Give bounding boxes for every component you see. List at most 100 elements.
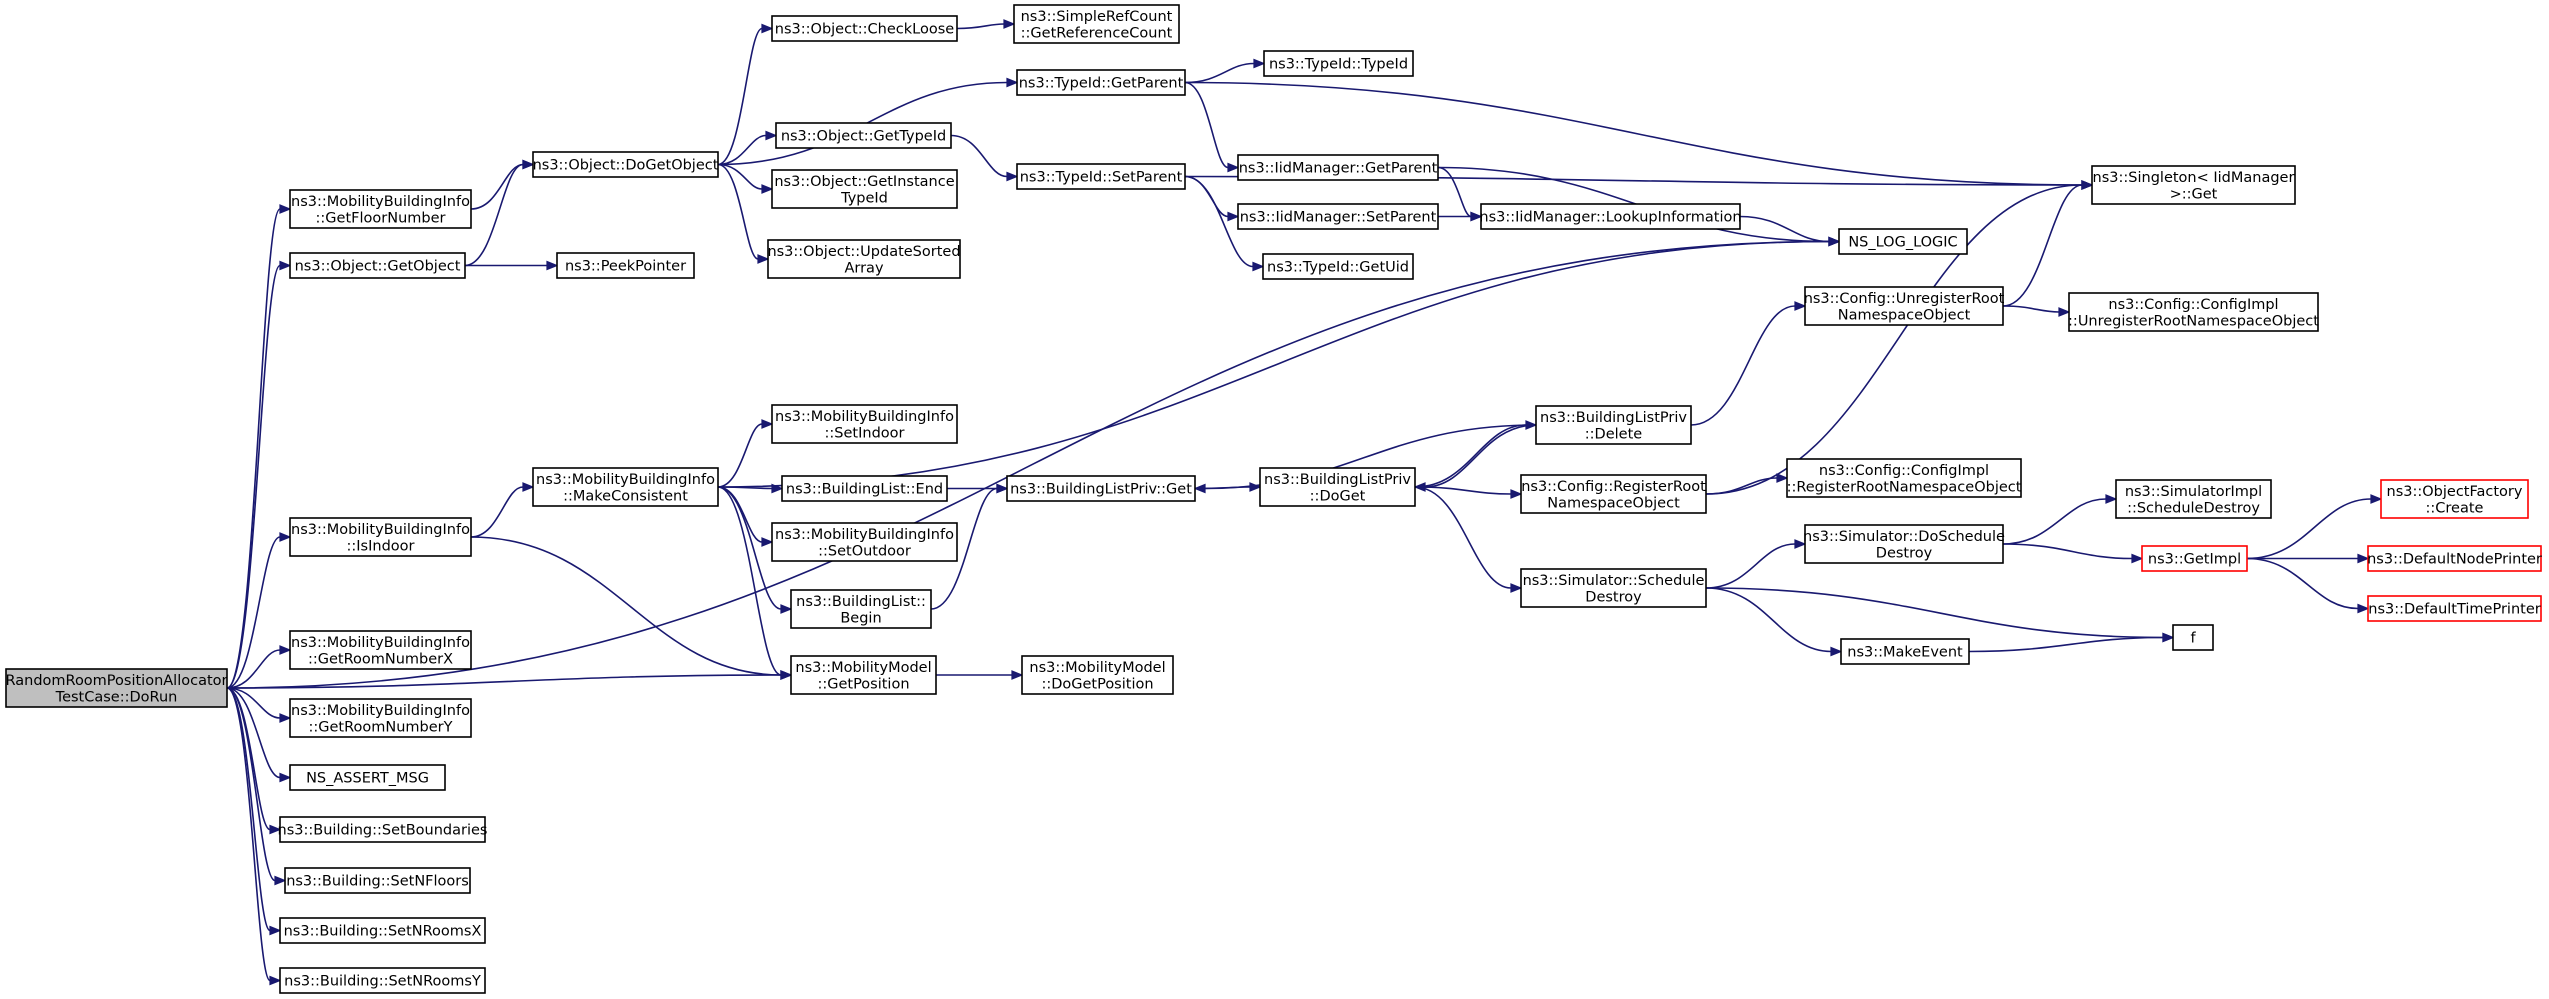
node-getpos[interactable]: ns3::MobilityModel::GetPosition bbox=[790, 655, 937, 695]
arrowhead-icon bbox=[761, 184, 774, 194]
node-blpdelete[interactable]: ns3::BuildingListPriv::Delete bbox=[1535, 405, 1692, 445]
node-makeevent[interactable]: ns3::MakeEvent bbox=[1840, 638, 1970, 665]
node-blpget[interactable]: ns3::BuildingListPriv::Get bbox=[1006, 475, 1196, 502]
node-box bbox=[532, 467, 719, 507]
node-label: ::GetPosition bbox=[817, 676, 909, 692]
node-setnry[interactable]: ns3::Building::SetNRoomsY bbox=[279, 967, 486, 994]
node-box bbox=[556, 252, 695, 279]
edge-root-to-setbound bbox=[226, 687, 282, 835]
node-setoutdoor[interactable]: ns3::MobilityBuildingInfo::SetOutdoor bbox=[771, 522, 958, 562]
node-box bbox=[2141, 545, 2248, 572]
edge-root-to-assert bbox=[226, 687, 292, 783]
arrowhead-icon bbox=[269, 925, 282, 936]
edge-line bbox=[2246, 557, 2359, 610]
node-box bbox=[279, 967, 486, 994]
node-makecons[interactable]: ns3::MobilityBuildingInfo::MakeConsisten… bbox=[532, 467, 719, 507]
node-setbound[interactable]: ns3::Building::SetBoundaries bbox=[278, 816, 488, 843]
edge-line bbox=[930, 487, 998, 610]
node-dogetpos[interactable]: ns3::MobilityModel::DoGetPosition bbox=[1021, 655, 1174, 695]
node-defnode[interactable]: ns3::DefaultNodePrinter bbox=[2367, 545, 2542, 572]
edge-makecons-to-getpos bbox=[717, 486, 793, 680]
edge-line bbox=[1414, 424, 1527, 488]
node-root[interactable]: RandomRoomPositionAllocatorTestCase::DoR… bbox=[5, 668, 228, 708]
node-simimplsched[interactable]: ns3::SimulatorImpl::ScheduleDestroy bbox=[2115, 479, 2272, 519]
node-cfgimplreg[interactable]: ns3::Config::ConfigImpl::RegisterRootNam… bbox=[1786, 458, 2022, 498]
node-blend[interactable]: ns3::BuildingList::End bbox=[781, 475, 948, 502]
node-cfgunreg[interactable]: ns3::Config::UnregisterRootNamespaceObje… bbox=[1804, 286, 2005, 326]
node-label: NS_LOG_LOGIC bbox=[1848, 235, 1957, 251]
node-iidsetparent[interactable]: ns3::IidManager::SetParent bbox=[1237, 203, 1439, 230]
node-box bbox=[284, 867, 471, 894]
node-box bbox=[279, 917, 486, 944]
arrowhead-icon bbox=[1006, 171, 1019, 182]
node-label: Array bbox=[844, 260, 883, 276]
arrowhead-icon bbox=[279, 204, 292, 214]
node-label: ns3::BuildingListPriv::Get bbox=[1010, 482, 1192, 498]
node-deftime[interactable]: ns3::DefaultTimePrinter bbox=[2367, 595, 2542, 622]
node-checkloose[interactable]: ns3::Object::CheckLoose bbox=[771, 15, 958, 42]
node-peek[interactable]: ns3::PeekPointer bbox=[556, 252, 695, 279]
node-setnrx[interactable]: ns3::Building::SetNRoomsX bbox=[279, 917, 486, 944]
edge-root-to-setnrx bbox=[226, 687, 282, 936]
node-isindoor[interactable]: ns3::MobilityBuildingInfo::IsIndoor bbox=[289, 517, 472, 557]
node-getimpl[interactable]: ns3::GetImpl bbox=[2141, 545, 2248, 572]
node-cfgregister[interactable]: ns3::Config::RegisterRootNamespaceObject bbox=[1520, 474, 1707, 514]
edge-objgettid-to-tidsetparent bbox=[950, 134, 1019, 182]
node-objgettid[interactable]: ns3::Object::GetTypeId bbox=[775, 122, 952, 149]
node-tidtid[interactable]: ns3::TypeId::TypeId bbox=[1263, 50, 1414, 77]
node-getobj[interactable]: ns3::Object::GetObject bbox=[289, 252, 466, 279]
node-label: RandomRoomPositionAllocator bbox=[5, 673, 227, 689]
node-label: ns3::TypeId::GetUid bbox=[1267, 260, 1409, 276]
edge-line bbox=[226, 687, 276, 882]
arrowhead-icon bbox=[1794, 301, 1807, 311]
edge-makecons-to-setoutdoor bbox=[717, 486, 774, 547]
node-box bbox=[1535, 405, 1692, 445]
node-label: ns3::DefaultNodePrinter bbox=[2367, 552, 2542, 568]
node-label: ns3::Building::SetNFloors bbox=[286, 874, 469, 890]
edge-line bbox=[226, 687, 281, 779]
node-label: ns3::IidManager::LookupInformation bbox=[1479, 210, 1741, 226]
node-cfgimplunreg[interactable]: ns3::Config::ConfigImpl::UnregisterRootN… bbox=[2068, 292, 2319, 332]
edge-isindoor-to-makecons bbox=[470, 482, 535, 538]
node-iidlookup[interactable]: ns3::IidManager::LookupInformation bbox=[1479, 203, 1742, 230]
node-gfn[interactable]: ns3::MobilityBuildingInfo::GetFloorNumbe… bbox=[289, 189, 472, 229]
node-label: ns3::PeekPointer bbox=[565, 259, 686, 275]
node-label: ns3::Simulator::DoSchedule bbox=[1803, 529, 2005, 545]
arrowhead-icon bbox=[2081, 180, 2094, 190]
edge-root-to-grx bbox=[226, 645, 292, 689]
node-iidgetparent[interactable]: ns3::IidManager::GetParent bbox=[1237, 154, 1439, 181]
node-tidgetparent[interactable]: ns3::TypeId::GetParent bbox=[1016, 69, 1186, 96]
edge-line bbox=[717, 134, 767, 166]
node-simschedule[interactable]: ns3::Simulator::ScheduleDestroy bbox=[1520, 568, 1707, 608]
node-setindoor[interactable]: ns3::MobilityBuildingInfo::SetIndoor bbox=[771, 404, 958, 444]
node-box bbox=[790, 589, 932, 629]
edge-line bbox=[1705, 543, 1796, 589]
node-label: ns3::IidManager::SetParent bbox=[1240, 210, 1437, 226]
node-f[interactable]: f bbox=[2172, 624, 2214, 651]
node-objfactory[interactable]: ns3::ObjectFactory::Create bbox=[2380, 479, 2529, 519]
node-srcgrc[interactable]: ns3::SimpleRefCount::GetReferenceCount bbox=[1013, 4, 1180, 44]
node-gry[interactable]: ns3::MobilityBuildingInfo::GetRoomNumber… bbox=[289, 698, 472, 738]
edge-line bbox=[717, 486, 782, 676]
edge-dogetobj-to-updsorted bbox=[717, 163, 770, 264]
node-assert[interactable]: NS_ASSERT_MSG bbox=[289, 764, 446, 791]
node-box bbox=[2091, 165, 2296, 205]
node-tidsetparent[interactable]: ns3::TypeId::SetParent bbox=[1016, 163, 1186, 190]
edge-getimpl-to-defnode bbox=[2247, 553, 2370, 564]
node-label: TypeId bbox=[840, 190, 888, 206]
node-grx[interactable]: ns3::MobilityBuildingInfo::GetRoomNumber… bbox=[289, 630, 472, 670]
edge-iidsetparent-to-iidlookup bbox=[1437, 211, 1483, 222]
node-blbegin[interactable]: ns3::BuildingList::Begin bbox=[790, 589, 932, 629]
node-blpdoget[interactable]: ns3::BuildingListPriv::DoGet bbox=[1259, 467, 1416, 507]
node-singleton[interactable]: ns3::Singleton< IidManager>::Get bbox=[2091, 165, 2296, 205]
node-setnfl[interactable]: ns3::Building::SetNFloors bbox=[284, 867, 471, 894]
node-box bbox=[775, 122, 952, 149]
arrowhead-icon bbox=[522, 159, 535, 170]
node-nslog[interactable]: NS_LOG_LOGIC bbox=[1838, 228, 1968, 255]
node-tidgetuid[interactable]: ns3::TypeId::GetUid bbox=[1262, 253, 1414, 280]
node-dogetobj[interactable]: ns3::Object::DoGetObject bbox=[532, 151, 719, 178]
node-box bbox=[532, 151, 719, 178]
